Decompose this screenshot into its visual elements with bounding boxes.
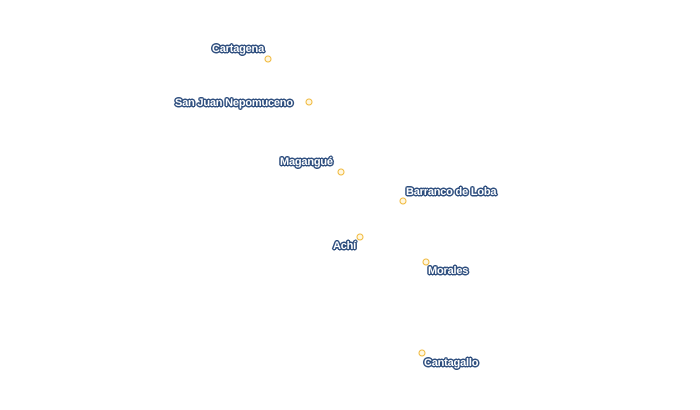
place-label-magangue: Magangué — [280, 156, 333, 168]
place-marker-barranco-de-loba[interactable] — [399, 197, 407, 205]
place-marker-magangue[interactable] — [337, 168, 345, 176]
place-marker-cartagena[interactable] — [264, 55, 272, 63]
place-label-morales: Morales — [428, 265, 469, 277]
place-label-cartagena: Cartagena — [212, 43, 264, 55]
place-marker-achi[interactable] — [356, 233, 364, 241]
place-marker-morales[interactable] — [422, 258, 430, 266]
place-label-barranco-de-loba: Barranco de Loba — [406, 186, 497, 198]
place-label-san-juan-nepomuceno: San Juan Nepomuceno — [175, 97, 293, 109]
place-marker-cantagallo[interactable] — [418, 349, 426, 357]
place-label-cantagallo: Cantagallo — [424, 357, 479, 369]
place-marker-san-juan-nepomuceno[interactable] — [305, 98, 313, 106]
place-label-achi: Achí — [333, 240, 357, 252]
